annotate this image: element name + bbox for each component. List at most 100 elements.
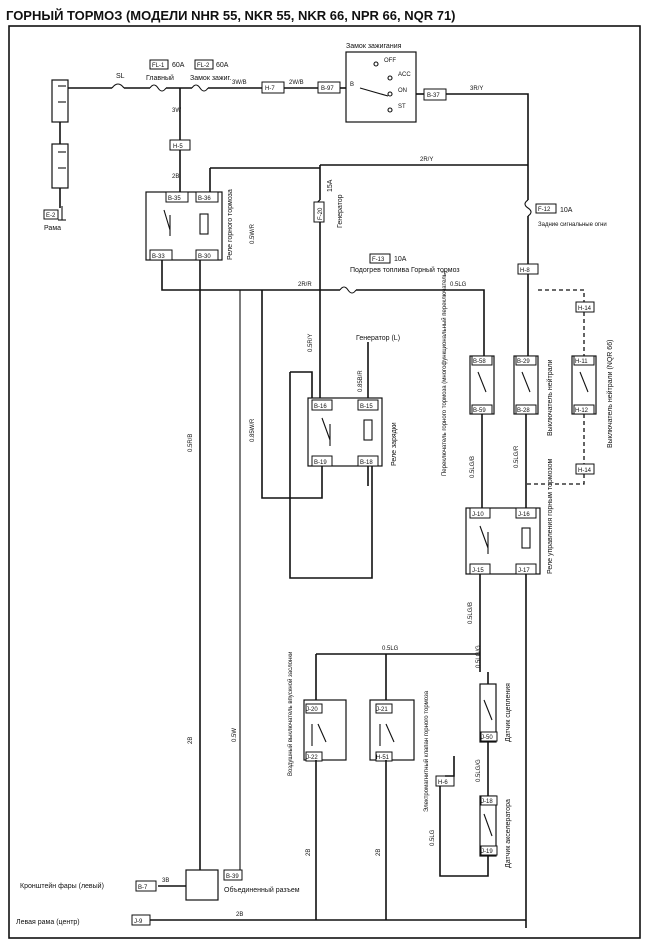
connector-j16: J-16 (518, 512, 530, 518)
fuse-f13-caption: Подогрев топлива Горный тормоз (350, 266, 460, 274)
ign-pos-acc: ACC (398, 72, 411, 78)
solenoid-valve-label: Электромагнитный клапан горного тормоза (423, 690, 430, 812)
connector-h7: H-7 (265, 86, 275, 92)
connector-j19: J-19 (481, 849, 493, 855)
connector-h14-a: H-14 (578, 306, 592, 312)
wire-085br: 0.85B/R (358, 370, 364, 392)
connector-b16: B-16 (314, 404, 327, 410)
fuse-f12-id: F-12 (538, 207, 551, 213)
generator-l-label: Генератор (L) (356, 335, 400, 342)
ignition-switch: Замок зажигания OFF ACC ON ST B (345, 43, 417, 123)
connector-b19: B-19 (314, 460, 327, 466)
charge-relay-label: Реле зарядки (391, 422, 398, 466)
fuse-fl1-id: FL-1 (152, 63, 165, 69)
diagram-frame (8, 25, 641, 939)
wire-2b-air: 2B (306, 849, 312, 856)
connector-j17: J-17 (518, 568, 530, 574)
connector-j22: J-22 (306, 755, 318, 761)
ign-pos-on: ON (398, 88, 407, 94)
exhaust-switch-label: Переключатель горного тормоза (многофунк… (441, 271, 448, 476)
accel-sensor: J-18 J-19 Датчик акселератора (479, 795, 512, 868)
wire-05wr: 0.5W/R (250, 223, 256, 244)
wire-05w: 0.5W (232, 728, 238, 742)
accel-sensor-label: Датчик акселератора (505, 799, 512, 868)
wire-05lg-top: 0.5LG (382, 646, 399, 652)
clutch-sensor: J-50 Датчик сцепления (479, 683, 512, 743)
connector-b39: B-39 (226, 874, 239, 880)
wire-05lgg: 0.5LG/G (476, 645, 482, 668)
connector-b33: B-33 (152, 254, 165, 260)
neutral-switch-label: Выключатель нейтрали (546, 359, 554, 436)
neutral-switch-nqr: H-11 H-12 Выключатель нейтрали (NQR 66) (571, 340, 614, 448)
connector-b36: B-36 (198, 196, 211, 202)
ignition-title: Замок зажигания (346, 43, 402, 50)
connector-h6: H-6 (438, 780, 448, 786)
fuse-fl2-id: FL-2 (197, 63, 210, 69)
connector-b28: B-28 (517, 408, 530, 414)
connector-b35: B-35 (168, 196, 181, 202)
fuse-fl1-rating: 60A (172, 62, 185, 69)
connector-b7: B-7 (138, 885, 148, 891)
wire-3b: 3B (162, 878, 169, 884)
wire-05lg: 0.5LG (450, 282, 467, 288)
fuse-f20-rating: 15A (327, 179, 334, 192)
connector-b37: B-37 (427, 93, 440, 99)
wire-3ry: 3R/Y (470, 86, 483, 92)
exhaust-relay-label: Реле горного тормоза (227, 189, 234, 260)
wire-2rr: 2R/R (298, 282, 312, 288)
neutral-switch: B-29 B-28 Выключатель нейтрали (513, 355, 554, 436)
connector-b97: B-97 (321, 86, 334, 92)
wire-2b-bottom: 2B (236, 912, 243, 918)
battery-group: E-2 Рама (43, 79, 90, 232)
connector-b30: B-30 (198, 254, 211, 260)
fuse-fl1-caption: Главный (146, 74, 174, 82)
fuse-f12-rating: 10A (560, 207, 573, 214)
connector-j50: J-50 (481, 735, 493, 741)
exhaust-relay: B-35 B-36 B-33 B-30 Реле горного тормоза (145, 189, 234, 261)
connector-h5: H-5 (173, 144, 183, 150)
wire-05ry: 0.5R/Y (308, 334, 314, 352)
connector-h11: H-11 (575, 359, 588, 365)
connector-b18: B-18 (360, 460, 373, 466)
joint-label: Объединенный разъем (224, 886, 300, 894)
clutch-sensor-label: Датчик сцепления (505, 683, 512, 742)
wire-05lgg-2: 0.5LG/G (476, 759, 482, 782)
wire-2b-sol: 2B (376, 849, 382, 856)
wire-05lgb: 0.5LG/B (470, 456, 476, 478)
connector-h12: H-12 (575, 408, 589, 414)
wire-05lgr: 0.5LG/R (514, 445, 520, 468)
neutral-switch-nqr-label: Выключатель нейтрали (NQR 66) (606, 340, 614, 448)
connector-b59: B-59 (473, 408, 486, 414)
connector-j10: J-10 (472, 512, 484, 518)
ign-pin-b: B (350, 82, 354, 88)
connector-b29: B-29 (517, 359, 530, 365)
wire-3w: 3W (172, 108, 181, 114)
wire-2ry: 2R/Y (420, 157, 433, 163)
connector-j18: J-18 (481, 799, 493, 805)
wire-2wb: 2W/B (289, 80, 304, 86)
connector-j9: J-9 (134, 919, 143, 925)
connector-b15: B-15 (360, 404, 373, 410)
wire-2b-2: 2B (188, 737, 194, 744)
sl-label: SL (116, 73, 125, 80)
headlamp-bracket-label: Кронштейн фары (левый) (20, 882, 104, 890)
wire-05lg-2: 0.5LG (430, 829, 436, 846)
joint-connector: B-39 Объединенный разъем (185, 869, 300, 901)
fuse-f20-caption: Генератор (337, 194, 344, 228)
fuse-fl2-caption: Замок зажиг. (190, 75, 231, 82)
connector-h8: H-8 (520, 268, 530, 274)
connector-h14-b: H-14 (578, 468, 592, 474)
frame-label: Рама (44, 225, 61, 232)
wire-3wb: 3W/B (232, 80, 247, 86)
solenoid-valve: J-21 H-51 Электромагнитный клапан горног… (369, 690, 430, 812)
connector-e2: E-2 (46, 213, 56, 219)
connector-j20: J-20 (306, 707, 318, 713)
air-switch-label: Воздушный выключатель впускной заслонки (287, 652, 294, 776)
fuse-f13-id: F-13 (372, 257, 385, 263)
fuse-fl2-rating: 60A (216, 62, 229, 69)
page-title: ГОРНЫЙ ТОРМОЗ (МОДЕЛИ NHR 55, NKR 55, NK… (6, 8, 456, 23)
fuse-f12-caption: Задние сигнальные огни (538, 222, 607, 228)
fuse-f20-id: F-20 (318, 207, 324, 220)
wire-2b: 2B (172, 174, 179, 180)
